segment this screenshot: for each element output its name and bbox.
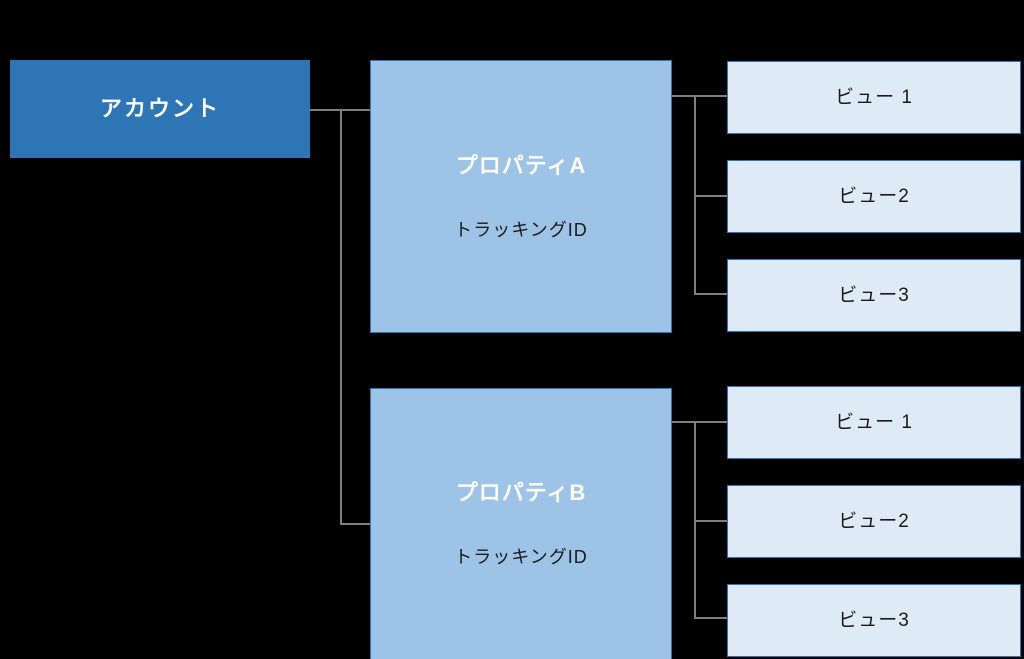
connector-property-b-stem bbox=[672, 421, 696, 423]
view-label: ビュー 1 bbox=[835, 87, 913, 108]
account-node[interactable]: アカウント bbox=[10, 60, 310, 158]
connector-property-a-to-view-3 bbox=[694, 293, 728, 295]
view-node-a-3[interactable]: ビュー3 bbox=[727, 259, 1021, 332]
view-label: ビュー2 bbox=[838, 186, 910, 207]
connector-account-trunk bbox=[340, 109, 342, 525]
connector-account-to-property-b bbox=[340, 523, 372, 525]
connector-property-a-stem bbox=[672, 95, 696, 97]
view-label: ビュー 1 bbox=[835, 412, 913, 433]
connector-account-stem bbox=[310, 109, 342, 111]
property-node-b[interactable]: プロパティB トラッキングID bbox=[370, 388, 672, 659]
view-label: ビュー3 bbox=[838, 610, 910, 631]
view-node-b-3[interactable]: ビュー3 bbox=[727, 584, 1021, 657]
property-node-a[interactable]: プロパティA トラッキングID bbox=[370, 60, 672, 333]
connector-account-to-property-a bbox=[340, 109, 372, 111]
property-b-tracking-id-label: トラッキングID bbox=[454, 547, 588, 567]
property-a-tracking-id-label: トラッキングID bbox=[454, 220, 588, 240]
view-label: ビュー3 bbox=[838, 285, 910, 306]
connector-property-b-to-view-3 bbox=[694, 617, 728, 619]
view-node-b-2[interactable]: ビュー2 bbox=[727, 485, 1021, 558]
view-node-a-1[interactable]: ビュー 1 bbox=[727, 61, 1021, 134]
connector-property-b-to-view-2 bbox=[694, 520, 728, 522]
connector-property-b-to-view-1 bbox=[694, 421, 728, 423]
view-node-b-1[interactable]: ビュー 1 bbox=[727, 386, 1021, 459]
connector-property-a-to-view-2 bbox=[694, 195, 728, 197]
view-label: ビュー2 bbox=[838, 511, 910, 532]
property-b-title: プロパティB bbox=[455, 480, 587, 505]
view-node-a-2[interactable]: ビュー2 bbox=[727, 160, 1021, 233]
account-label: アカウント bbox=[99, 96, 220, 121]
property-a-title: プロパティA bbox=[455, 153, 587, 178]
connector-property-a-to-view-1 bbox=[694, 95, 728, 97]
